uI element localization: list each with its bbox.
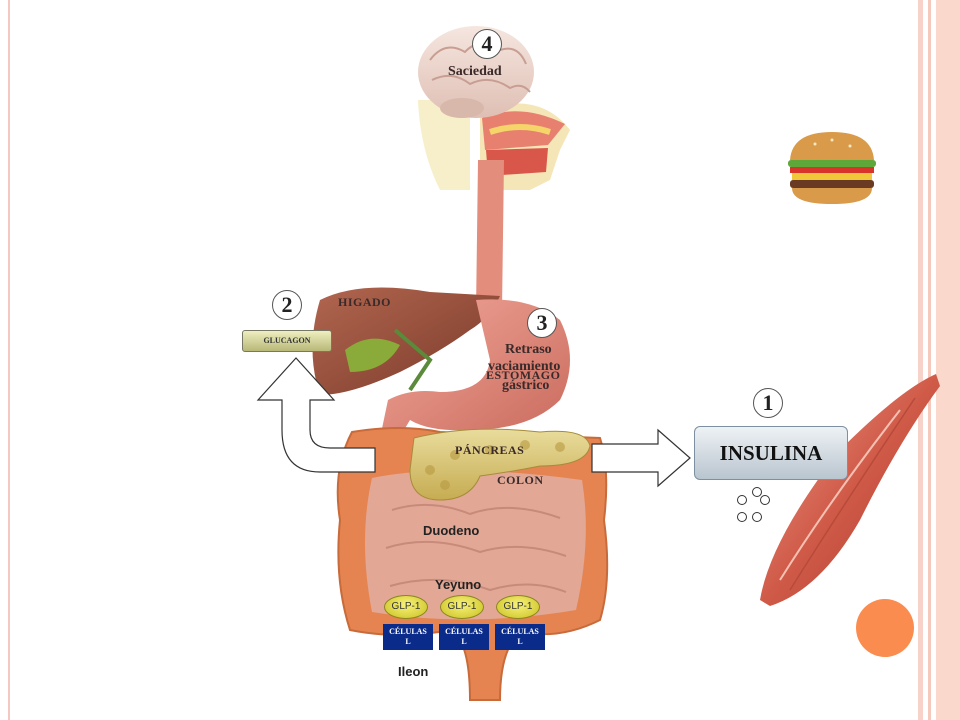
celulas-l-box: CÉLULAS L	[439, 624, 489, 650]
estomago-label: ESTOMAGO	[486, 368, 561, 382]
frame-right-stripes	[918, 0, 960, 720]
glp1-badge: GLP-1	[496, 595, 540, 619]
celulas-l-box: CÉLULAS L	[495, 624, 545, 650]
stomach-illustration	[380, 299, 570, 440]
pancreas-label: PÁNCREAS	[455, 443, 525, 457]
arrow-to-glucagon	[256, 357, 376, 473]
yeyuno-label: Yeyuno	[435, 577, 482, 592]
insulin-granule	[737, 495, 747, 505]
accent-circle	[856, 599, 914, 657]
ileon-label: Ileon	[398, 664, 429, 679]
insulin-granule	[752, 512, 762, 522]
higado-label: HIGADO	[338, 295, 392, 309]
insulin-granule	[752, 487, 762, 497]
colon-label: COLON	[497, 473, 544, 487]
muscle-illustration	[760, 374, 940, 606]
marker-4: 4	[472, 29, 502, 59]
saciedad-label: Saciedad	[448, 64, 502, 79]
celulas-l-box: CÉLULAS L	[383, 624, 433, 650]
retraso-label-line2: vaciamiento	[488, 359, 561, 374]
celulas-l-line1: CÉLULAS	[501, 627, 539, 636]
glp1-badge: GLP-1	[384, 595, 428, 619]
pancreas-illustration	[409, 428, 591, 501]
celulas-l-line1: CÉLULAS	[445, 627, 483, 636]
esophagus-illustration	[476, 160, 504, 312]
gallbladder-illustration	[345, 338, 400, 372]
small-intestine-illustration	[365, 470, 586, 620]
duodeno-label: Duodeno	[423, 523, 480, 538]
insulin-granule	[760, 495, 770, 505]
arrow-to-insulina	[591, 428, 691, 488]
glucagon-box: GLUCAGON	[242, 330, 332, 352]
burger-icon	[788, 132, 876, 204]
celulas-l-line2: L	[405, 637, 411, 646]
insulina-box: INSULINA	[694, 426, 848, 480]
frame-left-line	[8, 0, 10, 720]
glp1-badge: GLP-1	[440, 595, 484, 619]
marker-3: 3	[527, 308, 557, 338]
retraso-label-line3: gástrico	[502, 378, 550, 393]
celulas-l-line1: CÉLULAS	[389, 627, 427, 636]
retraso-label-line1: Retraso	[505, 342, 552, 357]
marker-2: 2	[272, 290, 302, 320]
insulin-granule	[737, 512, 747, 522]
celulas-l-line2: L	[461, 637, 467, 646]
celulas-l-line2: L	[517, 637, 523, 646]
marker-1: 1	[753, 388, 783, 418]
